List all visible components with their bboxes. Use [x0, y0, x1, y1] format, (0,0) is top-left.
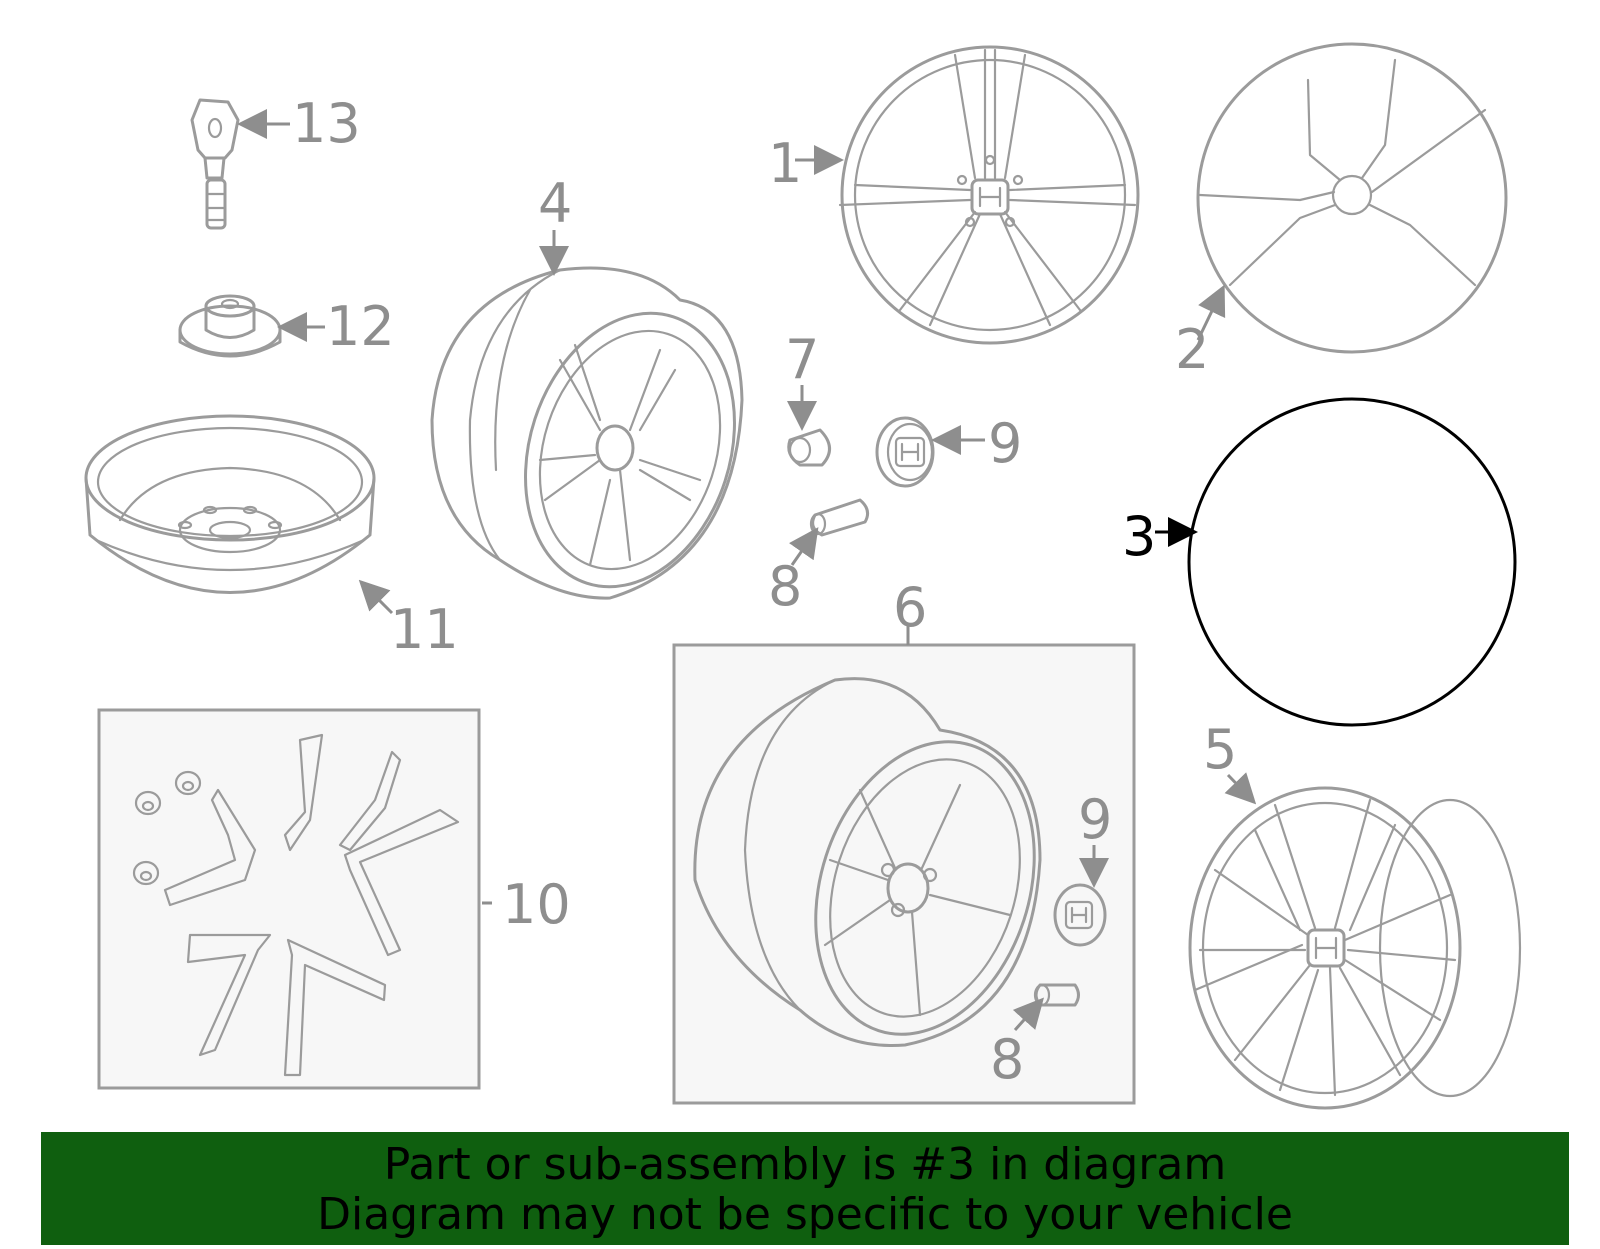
- part-11-spare-wheel: [84, 414, 376, 594]
- arrow-2: [1196, 284, 1226, 341]
- part-8-valve-stem: [809, 498, 870, 537]
- part-5-alloy-wheel: [1188, 786, 1522, 1110]
- part-7-valve: [787, 428, 831, 467]
- part-13-tpms-sensor: [190, 98, 240, 230]
- part-3-highlighted: [1187, 397, 1517, 727]
- callout-7: 7: [785, 328, 819, 391]
- info-banner: Part or sub-assembly is #3 in diagram Di…: [41, 1132, 1569, 1245]
- callout-1: 1: [768, 132, 802, 195]
- part-1-alloy-wheel: [838, 45, 1140, 345]
- arrow-5: [1224, 772, 1257, 805]
- callout-11: 11: [390, 598, 459, 661]
- arrow-8b: [1012, 997, 1044, 1031]
- callout-13: 13: [292, 92, 361, 155]
- callout-4: 4: [538, 172, 572, 235]
- part-12-lug-nut: [178, 294, 282, 358]
- part-2-wheel-cover: [1196, 42, 1508, 354]
- callout-9a: 9: [988, 412, 1022, 475]
- callout-8a: 8: [768, 555, 802, 618]
- part-10-box: [97, 708, 481, 1090]
- callout-9b: 9: [1078, 788, 1112, 851]
- callout-12: 12: [326, 295, 395, 358]
- banner-line-2: Diagram may not be specific to your vehi…: [317, 1189, 1293, 1240]
- callout-3: 3: [1122, 505, 1156, 568]
- arrow-11: [358, 579, 394, 615]
- arrow-8a: [788, 527, 819, 566]
- part-6-box: [672, 643, 1136, 1105]
- callout-8b: 8: [990, 1028, 1024, 1091]
- callout-5: 5: [1203, 718, 1237, 781]
- callout-10: 10: [502, 873, 571, 936]
- callout-6: 6: [893, 576, 927, 639]
- part-4-alloy-wheel: [430, 266, 744, 600]
- banner-line-1: Part or sub-assembly is #3 in diagram: [383, 1139, 1227, 1190]
- part-9-center-cap: [875, 416, 935, 488]
- callout-2: 2: [1175, 318, 1209, 381]
